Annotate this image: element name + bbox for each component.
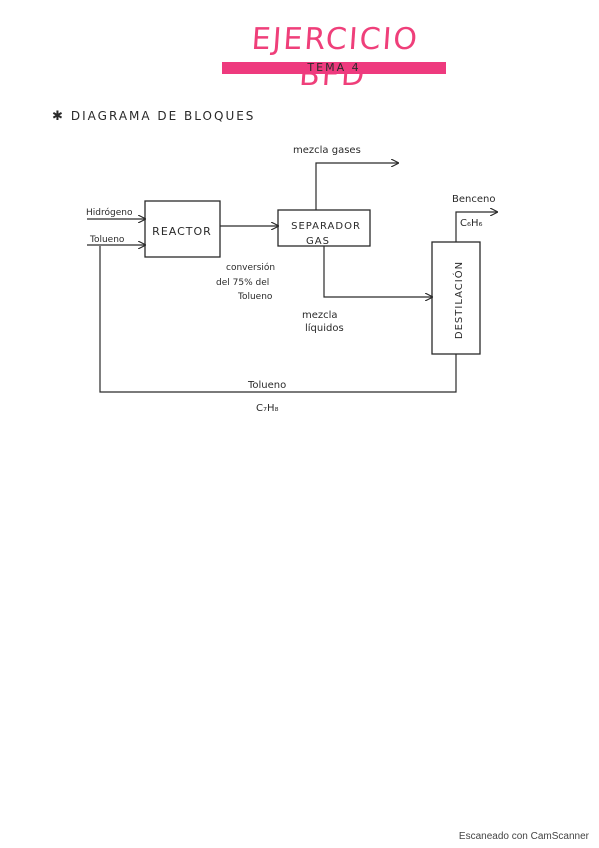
benzene-stream: [455, 212, 497, 242]
page-subtitle: TEMA 4: [307, 61, 361, 74]
conversion-note-line3: Tolueno: [237, 292, 273, 302]
title-block: EJERCICIO BFD TEMA 4: [222, 22, 446, 93]
liquid-mix-label-line1: mezcla: [302, 310, 338, 321]
section-heading-text: DIAGRAMA DE BLOQUES: [70, 109, 256, 123]
separator-label-line1: SEPARADOR: [291, 221, 361, 232]
reactor-block: [144, 200, 221, 258]
distillation-label: DESTILACIÓN: [452, 261, 465, 339]
toluene-recycle-stream: [99, 246, 457, 393]
recycle-formula: C₇H₈: [256, 403, 279, 414]
benzene-label: Benceno: [452, 194, 495, 205]
reactor-label: REACTOR: [152, 225, 212, 238]
benzene-formula: C₆H₆: [460, 218, 483, 229]
toluene-feed-label: Tolueno: [89, 235, 125, 245]
gas-mix-label: mezcla gases: [293, 145, 361, 156]
conversion-note-line1: conversión: [226, 262, 275, 273]
liquid-mix-label-line2: líquidos: [305, 322, 344, 334]
conversion-note-line2: del 75% del: [216, 278, 269, 288]
section-heading: ✱ DIAGRAMA DE BLOQUES: [52, 109, 255, 124]
scanner-watermark: Escaneado con CamScanner: [458, 831, 589, 842]
hydrogen-label: Hidrógeno: [86, 207, 133, 218]
recycle-label: Tolueno: [247, 380, 286, 391]
gas-mix-stream: [315, 163, 398, 210]
separator-label-line2: GAS: [306, 236, 330, 247]
liquid-mix-stream: [323, 246, 432, 297]
star-icon: ✱: [52, 109, 65, 124]
subtitle-highlight: [222, 62, 446, 74]
